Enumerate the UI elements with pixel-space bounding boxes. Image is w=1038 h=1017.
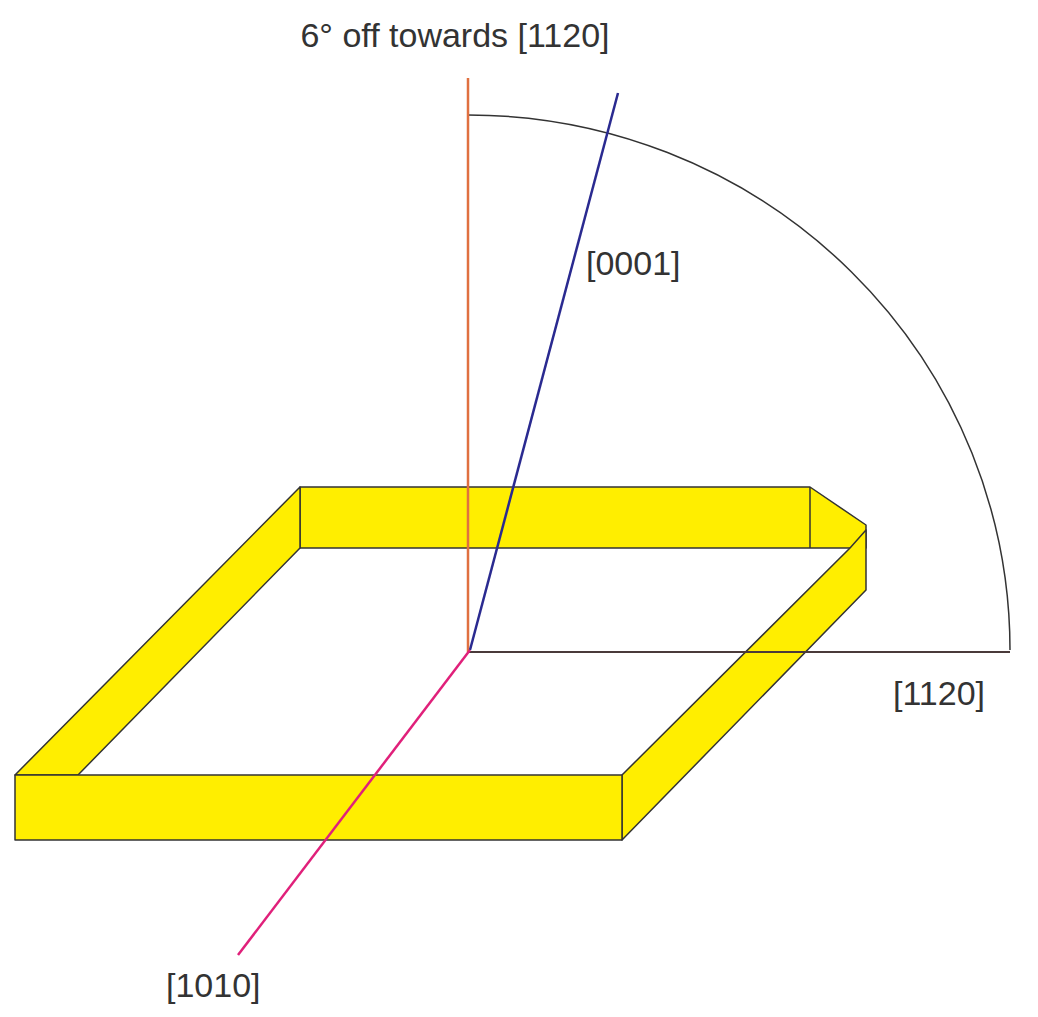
axis-1120 — [468, 651, 1010, 653]
angle-arc — [468, 115, 1010, 650]
axis-0001 — [470, 93, 618, 650]
left-wall — [15, 487, 300, 775]
flat-edge — [809, 487, 811, 548]
wafer-frame — [15, 487, 866, 840]
angle-label: 6° off towards [1120] — [300, 18, 609, 52]
front-wall — [15, 775, 622, 840]
axis-label: [0001] — [586, 246, 681, 280]
axis-1010 — [238, 650, 470, 955]
right-wall — [622, 530, 866, 840]
surface-normal — [467, 78, 470, 652]
axis-label: [1010] — [166, 968, 261, 1002]
axis-label: [1120] — [893, 676, 985, 710]
back-wall — [300, 487, 866, 548]
